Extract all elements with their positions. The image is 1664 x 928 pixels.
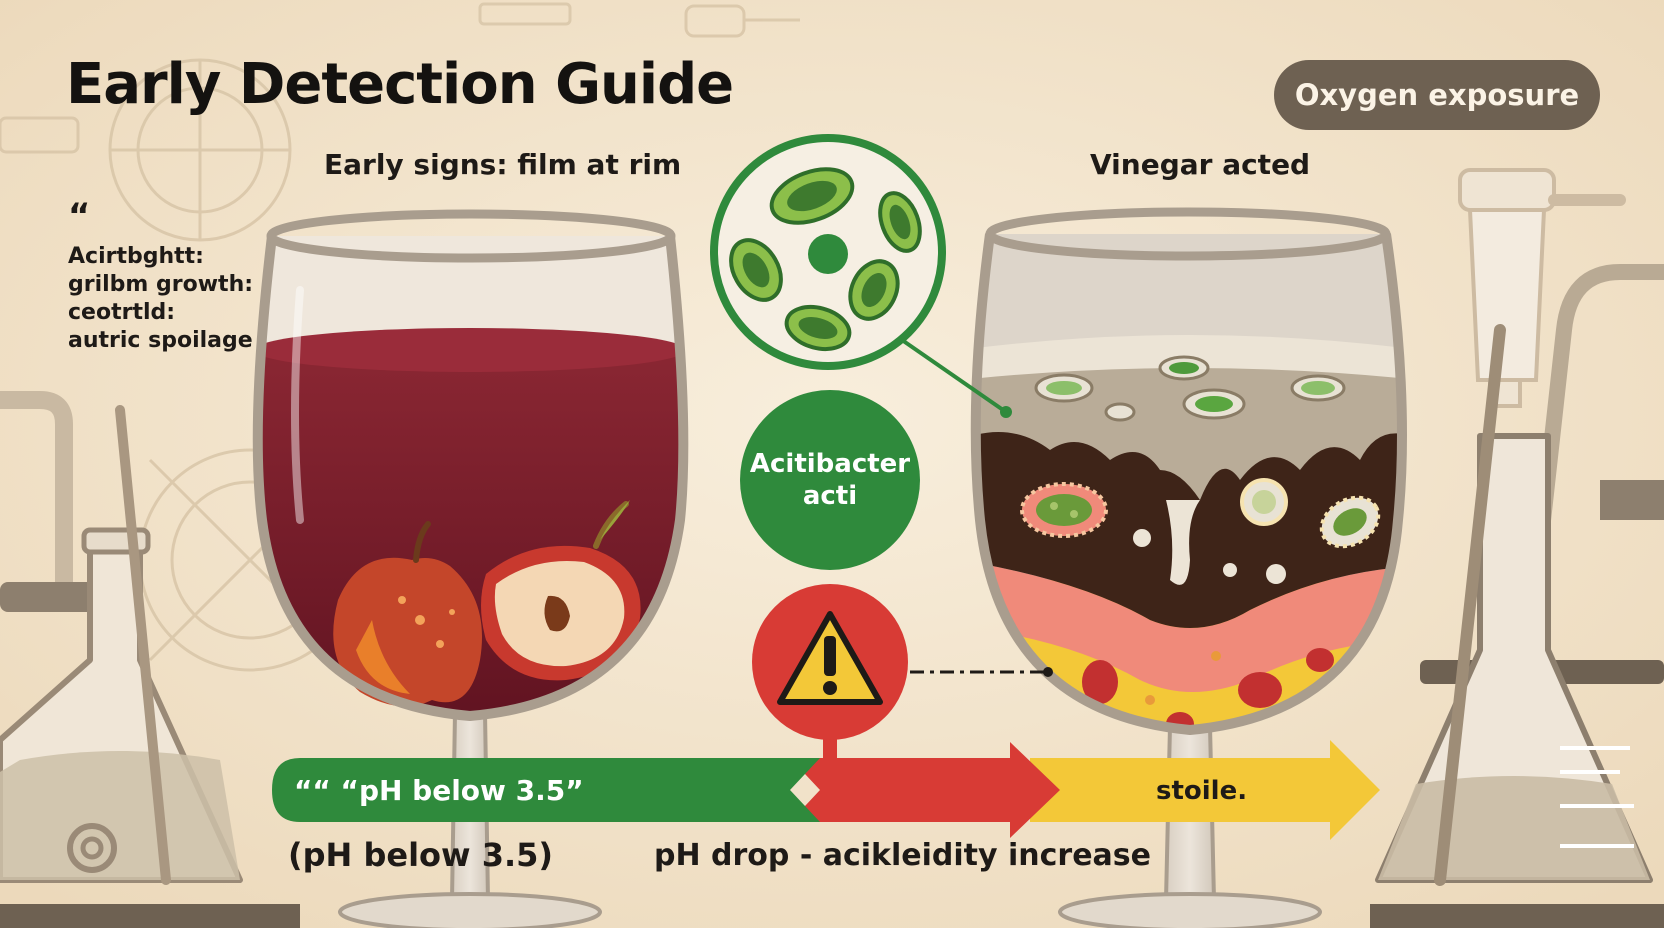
bacteria-bubble-line: Acitibacter: [749, 449, 911, 479]
left-glass-label: Early signs: film at rim: [324, 148, 682, 181]
stage-arrow: [272, 740, 1380, 840]
ph-drop-caption: pH drop - acikleidity increase: [654, 838, 1152, 873]
side-note-line: autric spoilage: [68, 328, 253, 353]
bacteria-icon: [729, 167, 922, 352]
apple-icon: [333, 521, 482, 707]
flask-icon: [1370, 168, 1664, 928]
side-note-line: ceotrtld:: [68, 300, 176, 325]
ph-caption: (pH below 3.5): [288, 836, 554, 874]
wine-glass-icon: [252, 209, 689, 928]
right-glass-label: Vinegar acted: [1090, 148, 1311, 181]
flask-icon: [0, 391, 300, 928]
bacteria-icon: [1020, 478, 1381, 584]
background-engravings: [0, 2, 800, 672]
quote-icon: “: [68, 196, 91, 236]
spoiled-stage-label: stoile.: [1156, 776, 1248, 806]
apple-icon: [481, 500, 641, 681]
bacteria-bubble-label: Acitibacter acti: [740, 448, 920, 512]
oxygen-exposure-badge: Oxygen exposure: [1274, 60, 1600, 130]
magnifier: [710, 134, 1012, 418]
side-note-line: Acirtbghtt:: [68, 244, 204, 269]
bacteria-icon: [1034, 355, 1346, 422]
warning-icon: [752, 584, 908, 780]
bacteria-bubble-line: acti: [802, 481, 858, 511]
ph-threshold-label: ““ “pH below 3.5”: [294, 774, 584, 807]
side-note-line: grilbm growth:: [68, 272, 254, 297]
page-title: Early Detection Guide: [66, 52, 734, 117]
bacteria-bubble: [740, 390, 920, 570]
